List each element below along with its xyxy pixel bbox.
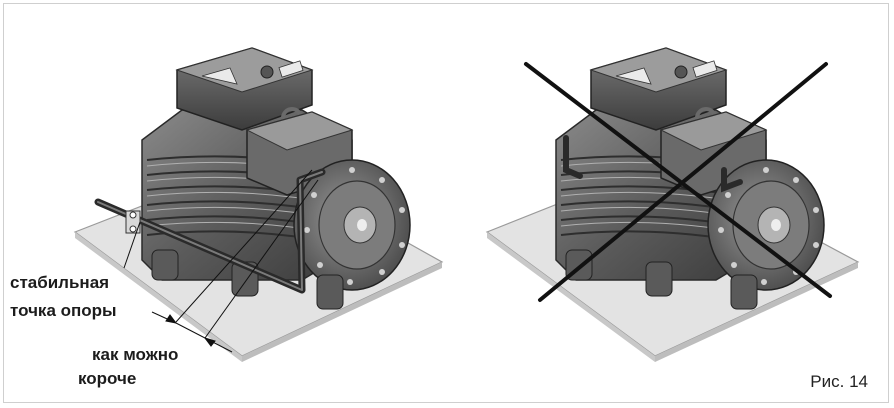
right-panel	[485, 46, 860, 362]
left-compressor-icon	[140, 46, 412, 311]
pipe-support-clamp	[125, 210, 141, 234]
label-short-line2: короче	[78, 369, 137, 388]
label-stable-support: стабильная точка опоры	[10, 273, 117, 321]
figure-number: Рис. 14	[810, 372, 868, 391]
leader-lines	[123, 169, 319, 353]
figure-frame	[3, 3, 889, 403]
cross-out-mark	[524, 62, 832, 302]
label-short-line1: как можно	[92, 345, 179, 364]
label-stable-support-line1: стабильная	[10, 273, 110, 292]
label-stable-support-line2: точка опоры	[10, 301, 117, 320]
label-as-short-as-possible: как можно короче	[78, 345, 179, 389]
left-panel	[73, 46, 444, 362]
supported-pipe	[94, 168, 326, 294]
unsupported-pipe-stubs	[563, 135, 743, 193]
